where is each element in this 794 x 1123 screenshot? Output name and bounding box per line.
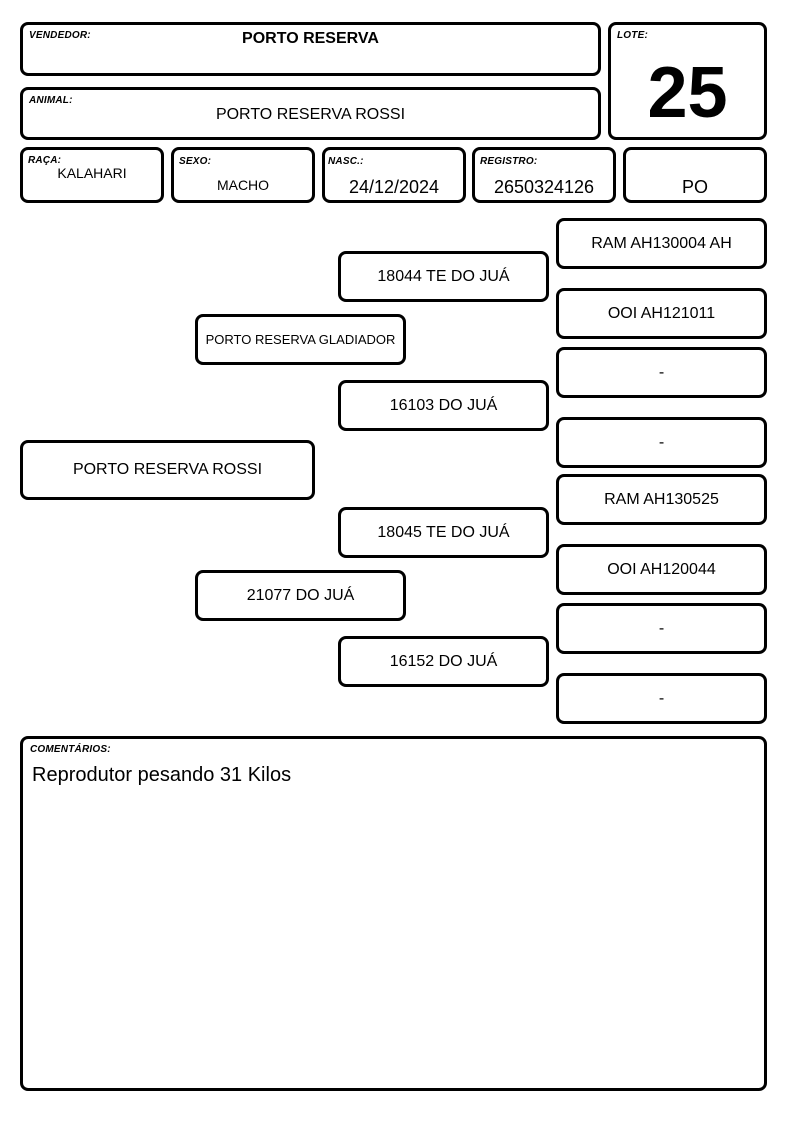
nasc-box: NASC.: 24/12/2024 xyxy=(322,147,466,203)
pedigree-sire-dam: 16103 DO JUÁ xyxy=(338,380,549,431)
pedigree-g3-8: - xyxy=(556,673,767,724)
pedigree-dam-sire: 18045 TE DO JUÁ xyxy=(338,507,549,558)
categoria-value: PO xyxy=(681,177,708,197)
comments-text: Reprodutor pesando 31 Kilos xyxy=(32,764,292,786)
raca-value: KALAHARI xyxy=(57,165,127,181)
pedigree-g3-7: - xyxy=(556,603,767,654)
registro-box: REGISTRO: 2650324126 xyxy=(472,147,616,203)
nasc-label: NASC.: xyxy=(328,156,364,167)
pedigree-sire: PORTO RESERVA GLADIADOR xyxy=(195,314,406,365)
sexo-value: MACHO xyxy=(216,177,270,193)
nasc-value: 24/12/2024 xyxy=(348,177,440,197)
animal-value: PORTO RESERVA ROSSI xyxy=(215,106,406,123)
lote-box: LOTE: 25 xyxy=(608,22,767,140)
pedigree-dam-dam: 16152 DO JUÁ xyxy=(338,636,549,687)
vendedor-value: PORTO RESERVA xyxy=(242,30,379,47)
lote-value: 25 xyxy=(647,53,728,133)
pedigree-g3-1: RAM AH130004 AH xyxy=(556,218,767,269)
comments-box: COMENTÁRIOS: Reprodutor pesando 31 Kilos xyxy=(20,736,767,1091)
animal-box: ANIMAL: PORTO RESERVA ROSSI xyxy=(20,87,601,140)
registro-value: 2650324126 xyxy=(493,177,595,197)
registro-label: REGISTRO: xyxy=(480,156,538,167)
raca-box: RAÇA: KALAHARI xyxy=(20,147,164,203)
pedigree-animal: PORTO RESERVA ROSSI xyxy=(20,440,315,500)
pedigree-g3-2: OOI AH121011 xyxy=(556,288,767,339)
animal-label: ANIMAL: xyxy=(29,95,73,106)
pedigree-g3-4: - xyxy=(556,417,767,468)
pedigree-g3-3: - xyxy=(556,347,767,398)
raca-label: RAÇA: xyxy=(28,155,62,166)
comments-label: COMENTÁRIOS: xyxy=(30,744,111,755)
pedigree-dam: 21077 DO JUÁ xyxy=(195,570,406,621)
sexo-box: SEXO: MACHO xyxy=(171,147,315,203)
lote-label: LOTE: xyxy=(617,30,648,41)
categoria-box: PO xyxy=(623,147,767,203)
pedigree-g3-6: OOI AH120044 xyxy=(556,544,767,595)
vendedor-label: VENDEDOR: xyxy=(29,30,91,41)
sexo-label: SEXO: xyxy=(179,156,212,167)
vendedor-box: VENDEDOR: PORTO RESERVA xyxy=(20,22,601,76)
pedigree-sire-sire: 18044 TE DO JUÁ xyxy=(338,251,549,302)
pedigree-g3-5: RAM AH130525 xyxy=(556,474,767,525)
